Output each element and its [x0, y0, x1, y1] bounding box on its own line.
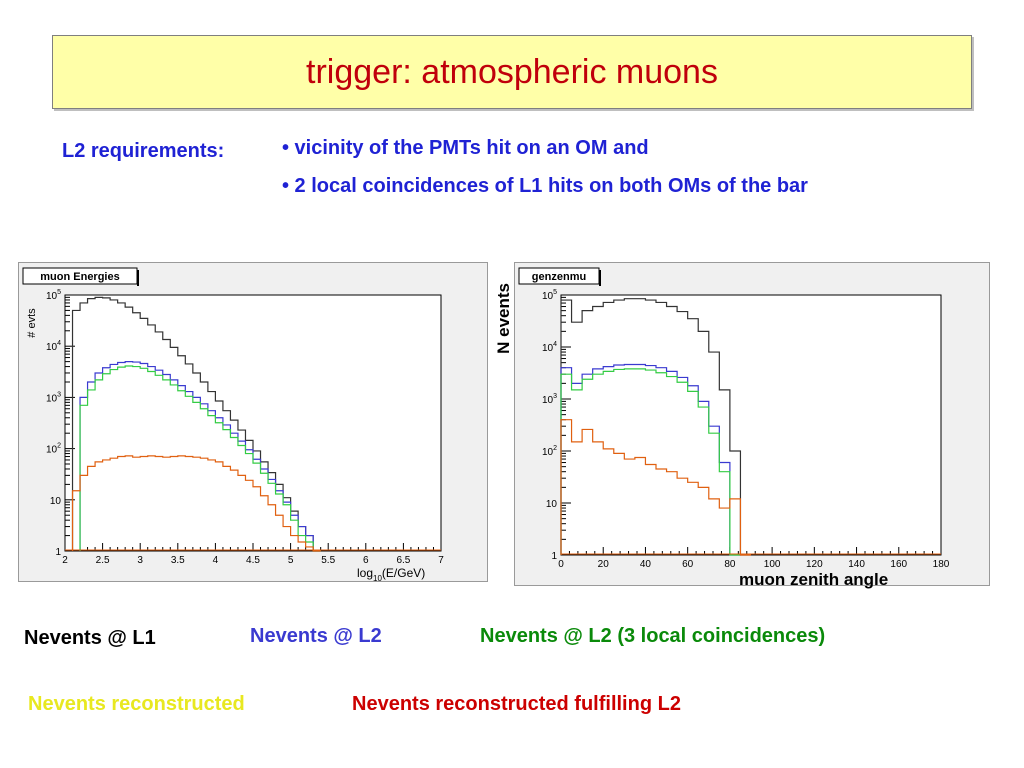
chart-title: muon Energies [40, 271, 119, 283]
legend-l1: Nevents @ L1 [24, 627, 156, 649]
x-tick-label: 60 [682, 559, 694, 570]
legend-reco: Nevents reconstructed [28, 693, 245, 715]
chart-title-box [22, 267, 139, 286]
x-tick-label: 80 [724, 559, 736, 570]
slide-title: trigger: atmospheric muons [306, 52, 718, 91]
x-tick-label: 6.5 [396, 555, 410, 566]
y-tick-label: 105 [46, 289, 61, 302]
x-tick-label: 5.5 [321, 555, 335, 566]
x-axis-label: log10(E/GeV) [357, 566, 425, 581]
title-box: trigger: atmospheric muons [52, 35, 972, 109]
y-tick-label: 104 [46, 340, 61, 353]
y-tick-label: 103 [542, 393, 557, 406]
requirement-item-2: • 2 local coincidences of L1 hits on bot… [282, 175, 808, 197]
x-tick-label: 2 [62, 555, 68, 566]
x-tick-label: 3 [137, 555, 143, 566]
x-tick-label: 6 [363, 555, 369, 566]
x-tick-label: 120 [806, 559, 823, 570]
x-tick-label: 100 [764, 559, 781, 570]
series-l2 [79, 361, 321, 552]
requirements-label: L2 requirements: [62, 140, 225, 162]
legend-l2-3lc: Nevents @ L2 (3 local coincidences) [480, 625, 826, 647]
y-tick-label: 102 [46, 443, 61, 456]
y-tick-label: 1 [55, 547, 61, 558]
energy-histogram: muon Energies 2 2.5 3 3.5 4 4.5 5 5.5 6 6.5 7 1 10 102… [22, 267, 444, 583]
x-tick-label: 4.5 [246, 555, 260, 566]
series-l2_3lc [79, 365, 321, 552]
series-reco_l2 [71, 455, 321, 552]
y-tick-label: 103 [46, 391, 61, 404]
x-tick-label: 4 [213, 555, 219, 566]
series-l1 [560, 298, 751, 556]
series-reco_l2 [560, 419, 751, 556]
x-tick-label: 160 [890, 559, 907, 570]
series-l2_3lc [560, 368, 741, 556]
zenith-histogram: genzenmu 0 20 40 60 80 100 120 140 160 180 1 10 102 10… [494, 267, 950, 589]
x-tick-label: 180 [933, 559, 950, 570]
zenith-plot-panel: genzenmu 0 20 40 60 80 100 120 140 160 180 1 10 102 10… [494, 262, 990, 589]
y-tick-label: 102 [542, 445, 557, 458]
requirement-item-1: • vicinity of the PMTs hit on an OM and [282, 137, 649, 159]
energy-plot-panel: muon Energies 2 2.5 3 3.5 4 4.5 5 5.5 6 6.5 7 1 10 102… [18, 262, 488, 583]
x-tick-label: 0 [558, 559, 564, 570]
y-axis-label: N events [494, 283, 513, 354]
x-tick-label: 5 [288, 555, 294, 566]
x-tick-label: 2.5 [96, 555, 110, 566]
plot-frame [64, 294, 442, 552]
y-tick-label: 104 [542, 341, 557, 354]
x-tick-label: 20 [598, 559, 610, 570]
legend-reco-l2: Nevents reconstructed fulfilling L2 [352, 693, 681, 715]
y-axis-label: # evts [26, 308, 38, 338]
y-tick-label: 10 [50, 496, 62, 507]
x-tick-label: 3.5 [171, 555, 185, 566]
plot-frame [560, 294, 942, 556]
x-tick-label: 7 [438, 555, 444, 566]
chart-title-box [518, 267, 601, 286]
y-tick-label: 105 [542, 289, 557, 302]
x-tick-label: 40 [640, 559, 652, 570]
legend-l2: Nevents @ L2 [250, 625, 382, 647]
y-tick-label: 10 [546, 499, 558, 510]
x-axis-label: muon zenith angle [739, 570, 888, 589]
x-tick-label: 140 [848, 559, 865, 570]
chart-title: genzenmu [532, 271, 586, 283]
y-tick-label: 1 [551, 551, 557, 562]
